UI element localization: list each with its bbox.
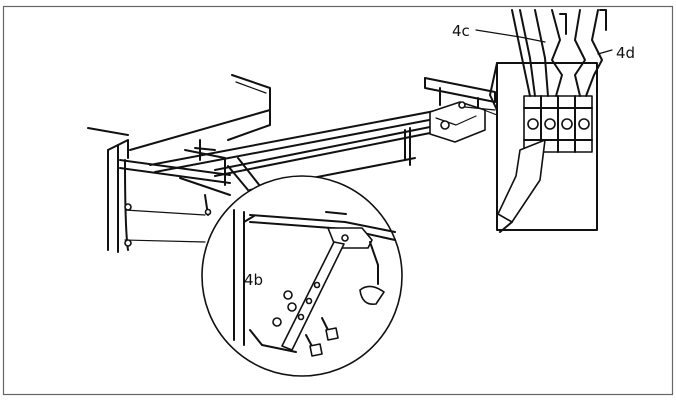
door-frame: [87, 127, 206, 253]
rail: [129, 74, 466, 191]
motor-unit: [424, 77, 496, 143]
label-leader-4d: [597, 49, 613, 55]
terminal-detail: [483, 9, 607, 233]
diagram-frame: [2, 5, 674, 396]
door-arm-detail: [201, 157, 403, 377]
header-bracket: [119, 139, 231, 186]
label-4d: 4d: [616, 44, 635, 62]
label-4b: 4b: [244, 271, 263, 289]
label-4c: 4c: [452, 22, 470, 40]
opener-arm: [179, 177, 231, 216]
label-leader-4c: [475, 29, 546, 43]
